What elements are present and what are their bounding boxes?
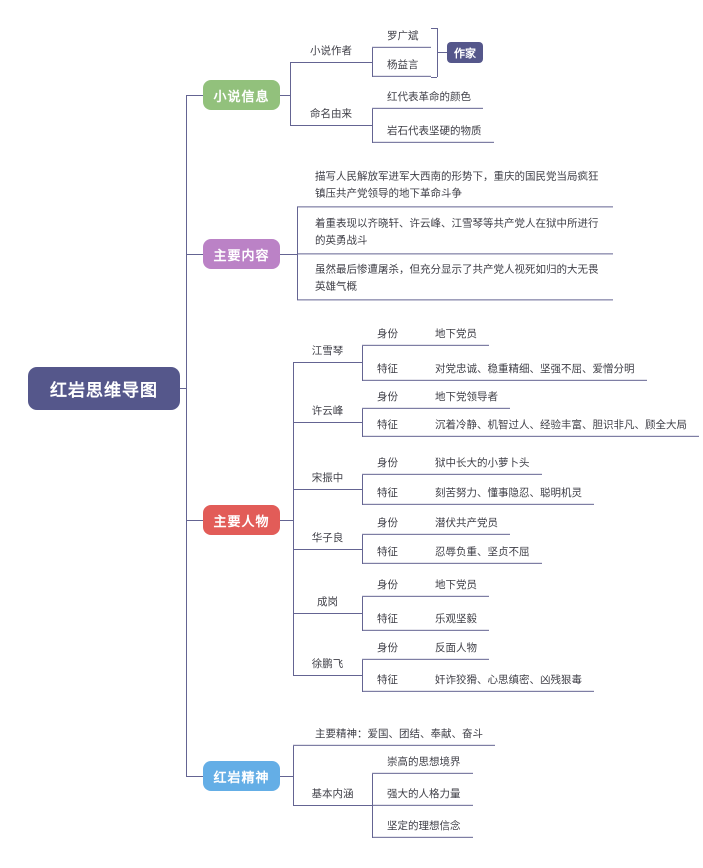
attribute-key: 特征 bbox=[377, 486, 398, 499]
attribute-key: 身份 bbox=[377, 390, 398, 403]
attribute-value: 刻苦努力、懂事隐忍、聪明机灵 bbox=[435, 486, 582, 499]
attribute-value: 沉着冷静、机智过人、经验丰富、胆识非凡、顾全大局 bbox=[435, 418, 687, 431]
branch-topic-main-characters[interactable]: 主要人物 bbox=[203, 505, 280, 535]
subtopic-naming[interactable]: 命名由来 bbox=[290, 106, 372, 126]
leaf-topic[interactable]: 强大的人格力量 bbox=[372, 787, 473, 806]
attribute-key: 特征 bbox=[377, 418, 398, 431]
branch-topic-novel-info[interactable]: 小说信息 bbox=[203, 80, 280, 110]
connector-line bbox=[186, 95, 203, 96]
leaf-topic[interactable]: 杨益言 bbox=[372, 58, 431, 77]
attribute-key: 身份 bbox=[377, 516, 398, 529]
subtopic-character[interactable]: 许云峰 bbox=[293, 403, 362, 423]
trunk-line bbox=[362, 597, 363, 631]
leaf-topic[interactable]: 岩石代表坚硬的物质 bbox=[372, 124, 494, 143]
attribute-row[interactable]: 身份 潜伏共产党员 bbox=[362, 516, 510, 535]
trunk-line bbox=[372, 48, 373, 77]
subtopic-author[interactable]: 小说作者 bbox=[290, 43, 372, 63]
leaf-topic[interactable]: 红代表革命的颜色 bbox=[372, 90, 483, 109]
attribute-key: 特征 bbox=[377, 673, 398, 686]
trunk-line bbox=[186, 95, 187, 776]
attribute-key: 特征 bbox=[377, 612, 398, 625]
connector-line bbox=[186, 520, 203, 521]
trunk-line bbox=[362, 535, 363, 564]
attribute-value: 潜伏共产党员 bbox=[435, 516, 498, 529]
attribute-row[interactable]: 特征 对党忠诚、稳重精细、坚强不屈、爱憎分明 bbox=[362, 362, 647, 381]
branch-topic-hongyan-spirit[interactable]: 红岩精神 bbox=[203, 761, 280, 791]
subtopic-character[interactable]: 江雪琴 bbox=[293, 343, 362, 363]
connector-line bbox=[280, 254, 297, 255]
attribute-row[interactable]: 身份 地下党员 bbox=[362, 578, 489, 597]
attribute-row[interactable]: 身份 地下党员 bbox=[362, 327, 489, 346]
attribute-row[interactable]: 特征 忍辱负重、坚贞不屈 bbox=[362, 545, 542, 564]
leaf-topic[interactable]: 崇高的思想境界 bbox=[372, 755, 473, 774]
attribute-value: 反面人物 bbox=[435, 641, 477, 654]
connector-line bbox=[437, 52, 447, 53]
leaf-topic[interactable]: 着重表现以齐晓轩、许云峰、江雪琴等共产党人在狱中所进行的英勇战斗 bbox=[297, 215, 613, 254]
leaf-topic[interactable]: 描写人民解放军进军大西南的形势下，重庆的国民党当局疯狂镇压共产党领导的地下革命斗… bbox=[297, 168, 613, 207]
attribute-row[interactable]: 特征 刻苦努力、懂事隐忍、聪明机灵 bbox=[362, 486, 594, 505]
leaf-topic[interactable]: 坚定的理想信念 bbox=[372, 819, 473, 838]
summary-topic[interactable]: 作家 bbox=[447, 42, 483, 63]
trunk-line bbox=[362, 346, 363, 381]
attribute-value: 狱中长大的小萝卜头 bbox=[435, 456, 530, 469]
trunk-line bbox=[290, 63, 291, 126]
attribute-row[interactable]: 身份 反面人物 bbox=[362, 641, 489, 660]
connector-line bbox=[186, 776, 203, 777]
attribute-value: 地下党员 bbox=[435, 327, 477, 340]
attribute-row[interactable]: 身份 狱中长大的小萝卜头 bbox=[362, 456, 542, 475]
connector-line bbox=[180, 388, 186, 389]
attribute-key: 身份 bbox=[377, 456, 398, 469]
leaf-topic[interactable]: 罗广斌 bbox=[372, 29, 431, 48]
attribute-value: 对党忠诚、稳重精细、坚强不屈、爱憎分明 bbox=[435, 362, 635, 375]
subtopic-connotation[interactable]: 基本内涵 bbox=[293, 786, 372, 806]
subtopic-character[interactable]: 宋振中 bbox=[293, 470, 362, 490]
connector-line bbox=[280, 776, 293, 777]
attribute-row[interactable]: 特征 乐观坚毅 bbox=[362, 612, 489, 631]
branch-topic-main-content[interactable]: 主要内容 bbox=[203, 239, 280, 269]
trunk-line bbox=[362, 475, 363, 505]
trunk-line bbox=[362, 660, 363, 692]
attribute-value: 地下党领导者 bbox=[435, 390, 498, 403]
connector-line bbox=[280, 520, 293, 521]
connector-line bbox=[186, 254, 203, 255]
trunk-line bbox=[372, 774, 373, 838]
attribute-key: 身份 bbox=[377, 327, 398, 340]
attribute-value: 忍辱负重、坚贞不屈 bbox=[435, 545, 530, 558]
trunk-line bbox=[362, 409, 363, 437]
connector-line bbox=[431, 28, 437, 29]
attribute-key: 身份 bbox=[377, 641, 398, 654]
attribute-row[interactable]: 身份 地下党领导者 bbox=[362, 390, 510, 409]
subtopic-character[interactable]: 华子良 bbox=[293, 530, 362, 550]
attribute-value: 地下党员 bbox=[435, 578, 477, 591]
attribute-value: 奸诈狡猾、心思缜密、凶残狠毒 bbox=[435, 673, 582, 686]
attribute-row[interactable]: 特征 沉着冷静、机智过人、经验丰富、胆识非凡、顾全大局 bbox=[362, 418, 699, 437]
leaf-topic[interactable]: 虽然最后惨遭屠杀，但充分显示了共产党人视死如归的大无畏英雄气概 bbox=[297, 261, 613, 300]
attribute-key: 特征 bbox=[377, 362, 398, 375]
subtopic-character[interactable]: 成岗 bbox=[293, 594, 362, 614]
attribute-key: 特征 bbox=[377, 545, 398, 558]
connector-line bbox=[280, 95, 290, 96]
attribute-row[interactable]: 特征 奸诈狡猾、心思缜密、凶残狠毒 bbox=[362, 673, 594, 692]
attribute-value: 乐观坚毅 bbox=[435, 612, 477, 625]
root-topic[interactable]: 红岩思维导图 bbox=[28, 367, 180, 410]
connector-line bbox=[431, 77, 437, 78]
attribute-key: 身份 bbox=[377, 578, 398, 591]
trunk-line bbox=[293, 746, 294, 806]
leaf-topic[interactable]: 主要精神：爱国、团结、奉献、奋斗 bbox=[293, 727, 495, 746]
trunk-line bbox=[372, 109, 373, 143]
trunk-line bbox=[293, 363, 294, 676]
subtopic-character[interactable]: 徐鹏飞 bbox=[293, 656, 362, 676]
